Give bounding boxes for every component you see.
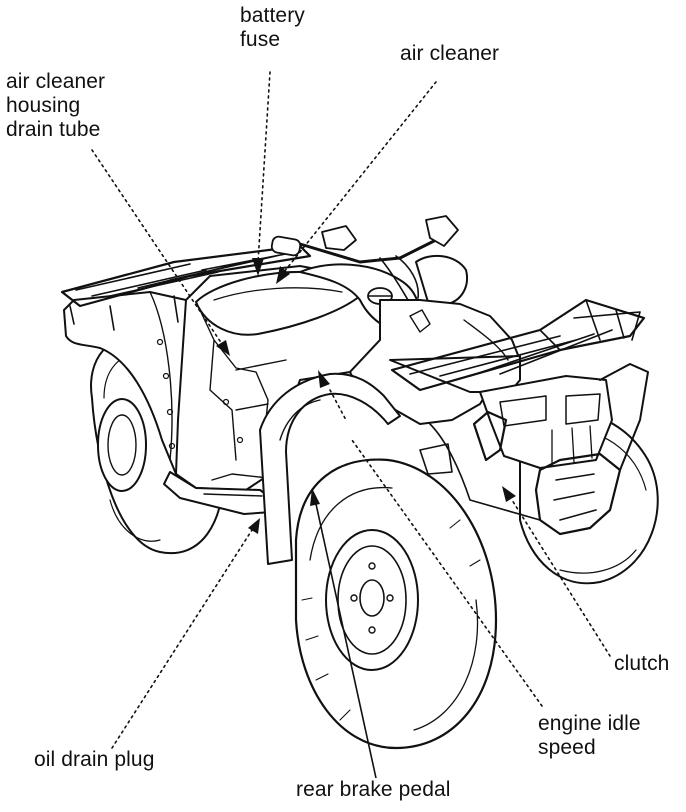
- front-left-wheel: [294, 458, 498, 750]
- near-fender: [259, 372, 401, 565]
- leader-idle-speed-inner: [329, 389, 347, 421]
- leader-drain-tube: [91, 149, 223, 345]
- label-battery-fuse: battery fuse: [240, 4, 305, 51]
- label-air-cleaner: air cleaner: [400, 42, 500, 65]
- leader-lines: [91, 71, 611, 779]
- rear-rack: [60, 244, 312, 331]
- leader-oil-drain: [111, 529, 253, 749]
- leader-brake-pedal: [315, 503, 377, 779]
- arrow-air-cleaner: [276, 266, 290, 284]
- leader-battery-fuse: [257, 71, 271, 263]
- arrow-idle-speed: [318, 370, 330, 388]
- front-body: [349, 299, 521, 425]
- arrow-drain-tube: [216, 340, 230, 356]
- leader-air-cleaner: [283, 81, 437, 273]
- leader-clutch: [511, 499, 611, 657]
- front-bumper: [472, 363, 649, 536]
- arrow-battery-fuse: [252, 258, 264, 276]
- label-oil-drain-plug: oil drain plug: [34, 748, 155, 771]
- leader-idle-speed: [351, 439, 543, 707]
- front-panel: [479, 375, 613, 469]
- label-air-cleaner-housing-drain-tube: air cleaner housing drain tube: [6, 70, 106, 141]
- front-rack: [390, 298, 646, 392]
- label-rear-brake-pedal: rear brake pedal: [296, 778, 451, 801]
- label-clutch: clutch: [614, 652, 670, 675]
- label-engine-idle-speed: engine idle speed: [538, 712, 641, 759]
- arrow-oil-drain: [248, 518, 260, 534]
- arrow-clutch: [502, 486, 516, 502]
- arrow-brake-pedal: [310, 488, 320, 506]
